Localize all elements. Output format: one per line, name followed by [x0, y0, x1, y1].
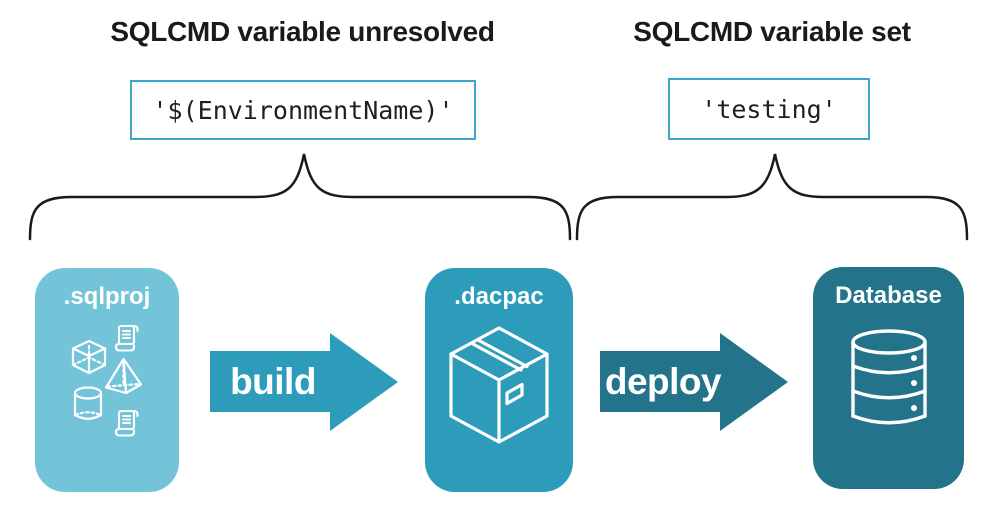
code-box-unresolved: '$(EnvironmentName)': [130, 80, 476, 140]
heading-unresolved: SQLCMD variable unresolved: [110, 16, 495, 47]
build-arrow: build: [208, 332, 400, 432]
cylinder-icon: [73, 386, 103, 420]
node-dacpac-label: .dacpac: [454, 283, 544, 310]
script-icon: [114, 409, 139, 437]
cube-icon: [71, 339, 107, 375]
code-value-set: 'testing': [701, 94, 837, 124]
package-icon: [449, 326, 549, 444]
right-arrow-icon: [210, 333, 398, 431]
deploy-arrow: deploy: [598, 332, 790, 432]
node-dacpac: .dacpac: [425, 268, 573, 492]
right-arrow-icon: [600, 333, 788, 431]
database-icon: [851, 329, 927, 425]
script-icon: [114, 324, 139, 352]
sql-objects-icon: [71, 324, 143, 437]
right-brace-icon: [575, 153, 969, 241]
node-database: Database: [813, 267, 964, 489]
build-arrow-label: build: [230, 361, 316, 402]
heading-set: SQLCMD variable set: [633, 16, 911, 47]
code-box-set: 'testing': [668, 78, 870, 140]
pyramid-icon: [104, 357, 143, 395]
left-brace-icon: [28, 153, 572, 241]
node-database-label: Database: [835, 282, 942, 309]
deploy-arrow-label: deploy: [604, 361, 722, 402]
node-sqlproj: .sqlproj: [35, 268, 179, 492]
code-value-unresolved: '$(EnvironmentName)': [152, 95, 454, 125]
node-sqlproj-label: .sqlproj: [63, 283, 151, 310]
